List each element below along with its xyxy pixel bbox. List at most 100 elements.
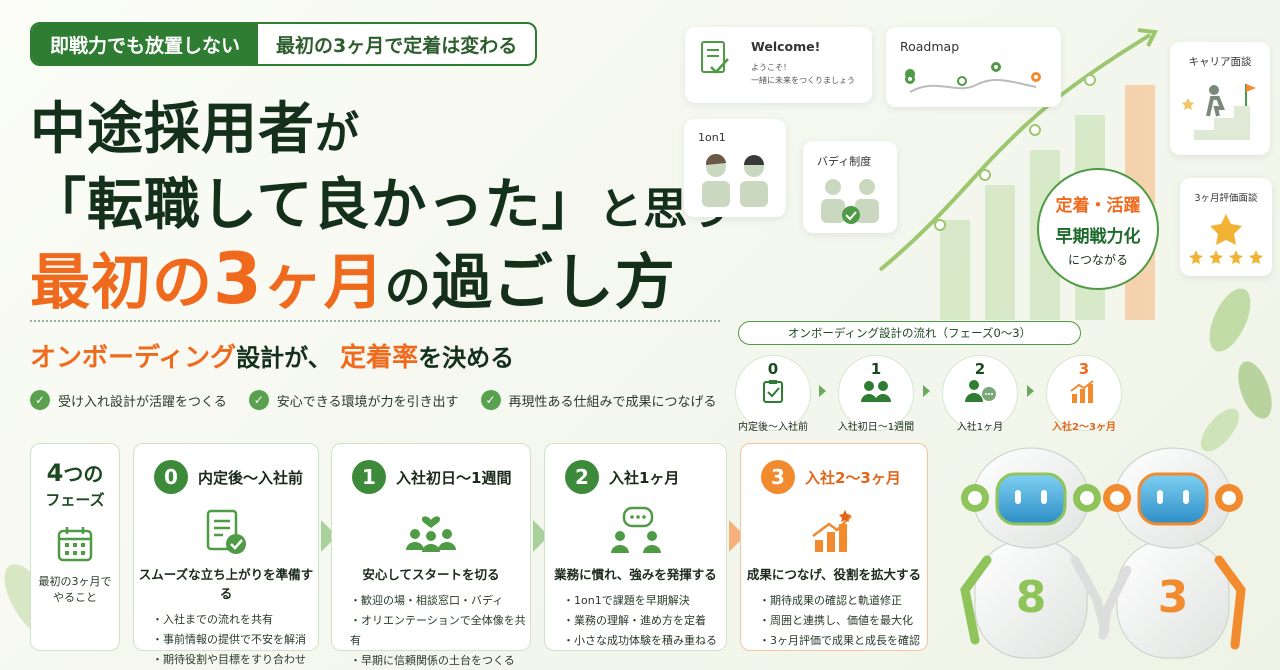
subtitle: オンボーディング設計が、 定着率を決める [30, 337, 514, 374]
phase-item: 歓迎の場・相談窓口・バディ [350, 591, 530, 611]
check-list: ✓受け入れ設計が活躍をつくる ✓安心できる環境が力を引き出す ✓再現性ある仕組み… [30, 390, 717, 410]
phase-item: 期待成果の確認と軌道修正 [759, 591, 927, 611]
phase-title: 入社初日〜1週間 [396, 468, 512, 487]
phase-item: 1on1で課題を早期解決 [563, 591, 726, 611]
headline-line-1: 中途採用者が [30, 84, 360, 165]
flow-label-0: 内定後〜入社前 [738, 422, 808, 433]
flow-step-0: 0 [735, 355, 811, 431]
arrow-right-icon [819, 385, 826, 397]
four-phases-card: 4つの フェーズ 最初の3ヶ月でやること [30, 443, 120, 651]
check-icon: ✓ [248, 390, 269, 410]
phase-card-1: 1 入社初日〜1週間 安心してスタートを切る 歓迎の場・相談窓口・バディオリエンテ… [331, 443, 531, 667]
one-on-one-title: 1on1 [698, 131, 726, 144]
tag-right: 最初の3ヶ月で定着は変わる [276, 34, 518, 57]
phase-subtitle: 業務に慣れ、強みを発揮する [554, 567, 717, 582]
calendar-icon [57, 527, 93, 562]
check-item: ✓受け入れ設計が活躍をつくる [30, 390, 227, 410]
badge-line-2: 早期戦力化 [1055, 226, 1141, 247]
buddy-title: バディ制度 [817, 155, 872, 168]
headline-l3-a: 最初の [30, 248, 213, 318]
flow-title: オンボーディング設計の流れ（フェーズ0〜3） [738, 321, 1081, 345]
flow-label-1: 入社初日〜1週間 [837, 422, 915, 433]
four-phases-number: 4 [46, 459, 64, 487]
arrow-right-icon [923, 385, 930, 397]
phase-title: 内定後〜入社前 [198, 468, 304, 487]
phase-card-0: 0 内定後〜入社前 スムーズな立ち上がりを準備する 入社までの流れを共有事前情報の… [133, 443, 319, 666]
flow-step-3: 3 [1046, 355, 1122, 431]
headline-line-3: 最初の3ヶ月の過ごし方 [30, 234, 676, 321]
phase-subtitle: スムーズな立ち上がりを準備する [138, 567, 314, 601]
headline-line-2: 「転職して良かった」と思う [30, 160, 733, 241]
headline-l2-main: 「転職して良かった」 [30, 173, 599, 238]
robot-right-number: 3 [1158, 572, 1189, 623]
subtitle-b: 設計が、 [236, 344, 332, 372]
phase-subtitle: 安心してスタートを切る [362, 567, 500, 582]
headline-l3-c: ヶ月 [262, 248, 385, 318]
conversation-icon [610, 506, 661, 553]
clipboard-check-icon [763, 380, 783, 403]
one-on-one-card: 1on1 [684, 119, 786, 217]
check-item: ✓再現性ある仕組みで成果につなげる [480, 390, 717, 410]
arrow-right-icon [1027, 385, 1034, 397]
phase-number: 2 [565, 460, 599, 494]
evaluation-card: 3ヶ月評価面談 [1180, 178, 1272, 276]
headline-l3-d: の [384, 260, 432, 314]
phase-subtitle: 成果につなげ、役割を拡大する [746, 567, 922, 582]
check-item: ✓安心できる環境が力を引き出す [248, 390, 459, 410]
growth-chart-icon [812, 510, 852, 552]
tag-left: 即戦力でも放置しない [32, 24, 259, 64]
headline-l1-main: 中途採用者 [30, 97, 315, 162]
buddy-card: バディ制度 [803, 141, 897, 233]
phase-item: 周囲と連携し、価値を最大化 [759, 611, 927, 631]
check-icon: ✓ [480, 390, 501, 410]
phase-title: 入社1ヶ月 [609, 468, 680, 487]
team-heart-icon [406, 516, 456, 552]
phase-number: 3 [761, 460, 795, 494]
person-chat-icon [965, 380, 996, 402]
group-icon [861, 381, 891, 402]
four-phases-label: フェーズ [45, 491, 105, 509]
result-badge: 定着・活躍 早期戦力化 につながる [1037, 168, 1159, 290]
document-check-icon [701, 41, 729, 74]
checklist-icon [206, 509, 246, 554]
subtitle-a: オンボーディング [30, 343, 237, 373]
subtitle-c: 定着率 [340, 343, 419, 373]
growth-chart-icon [1070, 380, 1094, 403]
phase-item: 業務の理解・進め方を定着 [563, 611, 726, 631]
roadmap-route-icon [905, 62, 1041, 93]
four-phases-caption: 最初の3ヶ月でやること [38, 575, 112, 604]
phase-item: 早期に信頼関係の土台をつくる [350, 651, 530, 670]
buddy-people-icon [821, 179, 879, 224]
flow-step-1: 1 [838, 355, 914, 431]
people-icon [702, 153, 768, 207]
badge-line-3: につながる [1067, 252, 1128, 267]
roadmap-card: Roadmap [886, 27, 1061, 107]
robot-left-number: 8 [1016, 572, 1047, 623]
career-card: キャリア面談 [1170, 42, 1270, 155]
phase-number: 0 [154, 460, 188, 494]
phase-title: 入社2〜3ヶ月 [805, 468, 901, 487]
phase-item: 事前情報の提供で不安を解消 [152, 630, 318, 650]
phase-number: 1 [352, 460, 386, 494]
robot-mascots: 8 3 [960, 447, 1246, 659]
star-rating-icon [1189, 214, 1263, 264]
phase-item: オリエンテーションで全体像を共有 [350, 611, 530, 651]
welcome-title: Welcome! [751, 39, 821, 54]
check-icon: ✓ [30, 390, 50, 410]
evaluation-title: 3ヶ月評価面談 [1194, 193, 1258, 204]
flow-label-3: 入社2〜3ヶ月 [1052, 422, 1116, 433]
divider [30, 320, 720, 322]
phase-card-3: 3 入社2〜3ヶ月 成果につなげ、役割を拡大する 期待成果の確認と軌道修正周囲と連… [740, 443, 928, 651]
phase-item: 期待役割や目標をすり合わせ [152, 650, 318, 670]
headline-l3-b: 3 [213, 238, 263, 320]
phase-item: 3ヶ月評価で成果と成長を確認 [759, 631, 927, 651]
flow-step-2: 2 [942, 355, 1018, 431]
phase-item: 小さな成功体験を積み重ねる [563, 631, 726, 651]
headline-l3-e: 過ごし方 [431, 248, 676, 318]
headline-l1-particle: が [315, 108, 360, 159]
flow-label-2: 入社1ヶ月 [956, 422, 1004, 433]
subtitle-d: を決める [418, 344, 515, 372]
career-title: キャリア面談 [1188, 56, 1252, 68]
roadmap-title: Roadmap [900, 39, 960, 54]
phase-item: 入社までの流れを共有 [152, 610, 318, 630]
